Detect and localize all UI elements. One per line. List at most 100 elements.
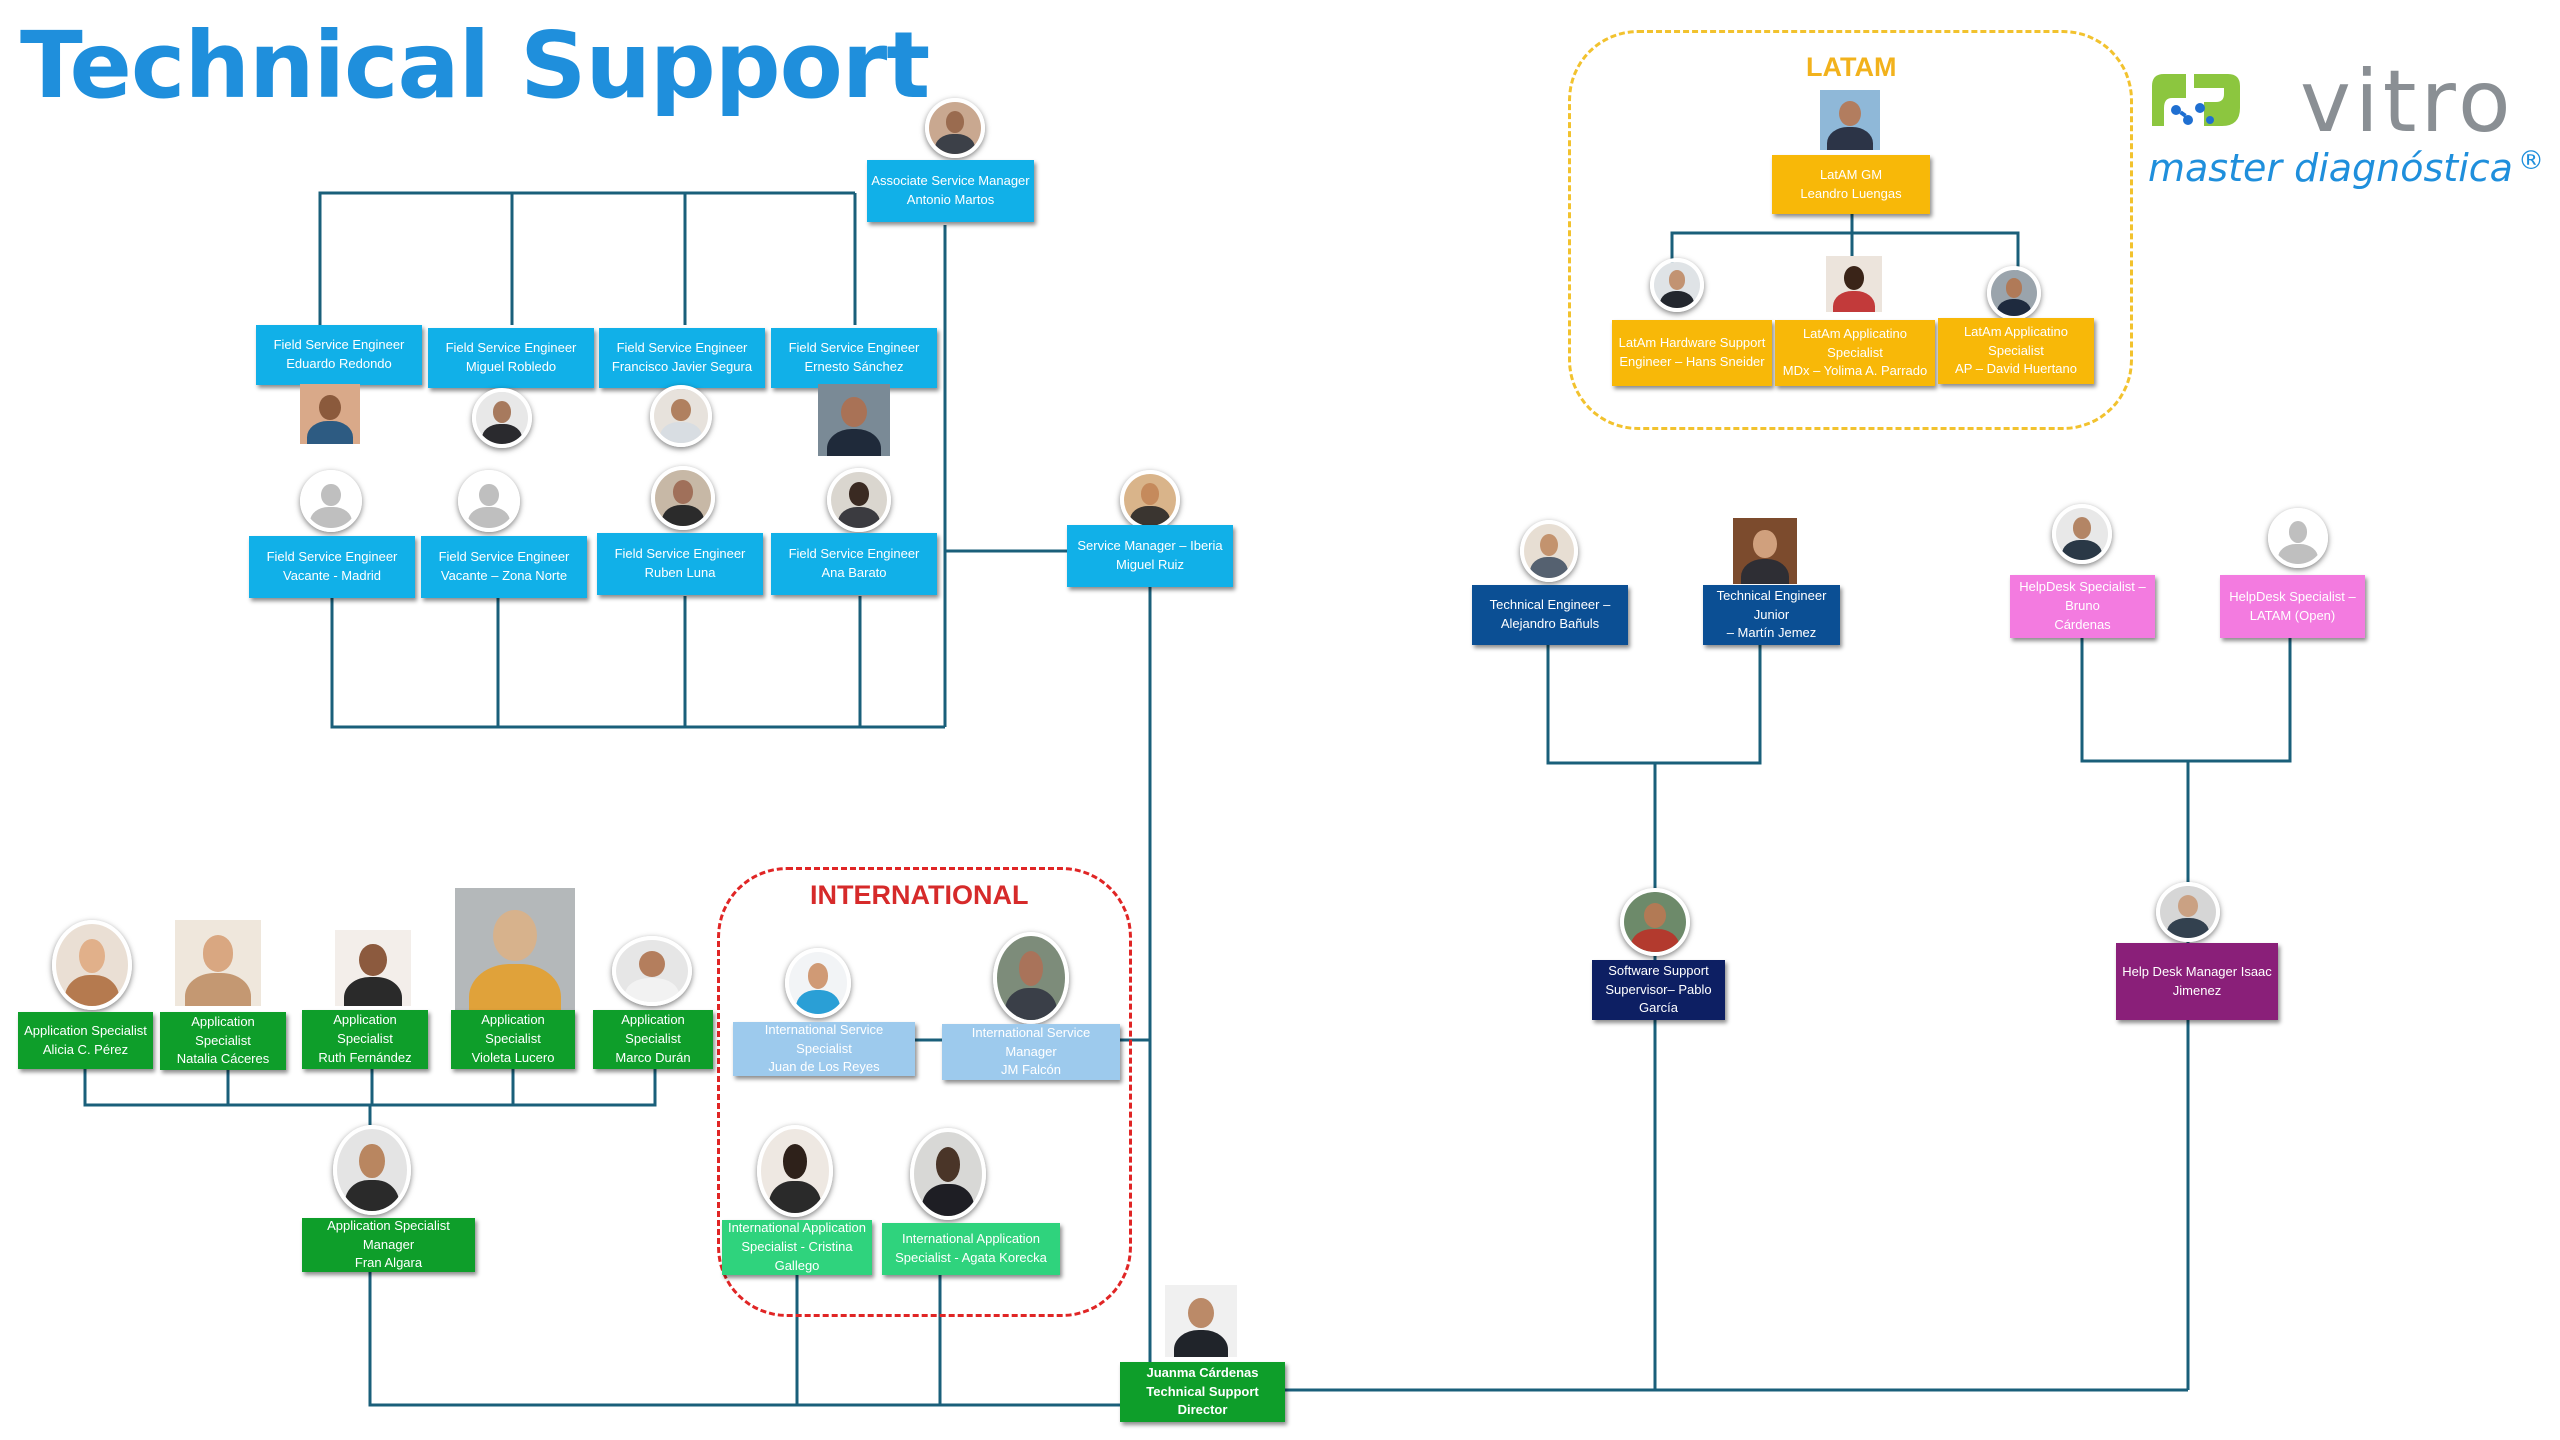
node-role: International Service Specialist xyxy=(764,1021,884,1056)
node-person-name: Natalia Cáceres xyxy=(176,1051,270,1067)
node-fse-vacante-madrid[interactable]: Field Service Engineer Vacante - Madrid xyxy=(249,536,415,598)
connector-asm-fse-top xyxy=(318,191,855,325)
avatar-natalia-caceres xyxy=(175,920,261,1006)
avatar-isaac-jimenez xyxy=(2156,882,2220,942)
latam-region xyxy=(1568,30,2133,430)
avatar-helpdesk-latam-open xyxy=(2268,508,2328,568)
node-role: Software Support xyxy=(1608,962,1709,978)
node-role: HelpDesk Specialist – Bruno xyxy=(2019,579,2146,614)
node-role: LatAm Applicatino Specialist xyxy=(1963,323,2069,358)
node-role: Field Service Engineer xyxy=(438,549,570,565)
node-application-specialist-marco-duran[interactable]: Application Specialist Marco Durán xyxy=(593,1010,713,1069)
node-international-service-specialist[interactable]: International Service Specialist Juan de… xyxy=(733,1022,915,1076)
node-software-support-supervisor[interactable]: Software Support Supervisor– Pablo Garcí… xyxy=(1592,960,1725,1020)
node-fse-ana-barato[interactable]: Field Service Engineer Ana Barato xyxy=(771,533,937,595)
avatar-eduardo-redondo xyxy=(300,384,360,444)
node-role: Help Desk Manager Isaac xyxy=(2122,963,2272,979)
node-role: Service Manager – Iberia xyxy=(1077,538,1223,554)
avatar-fran-algara xyxy=(333,1125,411,1215)
node-role: LatAm Hardware Support xyxy=(1618,335,1766,351)
node-fse-eduardo-redondo[interactable]: Field Service Engineer Eduardo Redondo xyxy=(256,325,422,385)
node-latam-application-specialist-mdx[interactable]: LatAm Applicatino Specialist MDx – Yolim… xyxy=(1775,320,1935,386)
connector-latam-bar xyxy=(1670,231,2020,280)
node-technical-support-director[interactable]: Juanma Cárdenas Technical Support Direct… xyxy=(1120,1362,1285,1422)
node-application-specialist-violeta-lucero[interactable]: Application Specialist Violeta Lucero xyxy=(451,1010,575,1069)
node-person-name: Francisco Javier Segura xyxy=(611,359,753,374)
avatar-miguel-ruiz xyxy=(1120,470,1180,530)
node-helpdesk-specialist-latam-open[interactable]: HelpDesk Specialist – LATAM (Open) xyxy=(2220,575,2365,638)
node-person-name: Engineer – Hans Sneider xyxy=(1619,354,1765,369)
node-role: Technical Engineer Junior xyxy=(1716,587,1827,622)
node-international-application-specialist-cristina-gallego[interactable]: International Application Specialist - C… xyxy=(722,1220,872,1275)
node-role: Application Specialist Manager xyxy=(327,1217,450,1252)
avatar-agata-korecka xyxy=(910,1128,986,1220)
node-role: Field Service Engineer xyxy=(266,549,398,565)
avatar-bruno-cardenas xyxy=(2052,504,2112,564)
node-person-name: JM Falcón xyxy=(1001,1062,1061,1078)
node-service-manager-iberia[interactable]: Service Manager – Iberia Miguel Ruiz xyxy=(1067,525,1233,587)
avatar-jm-falcon xyxy=(993,932,1069,1024)
avatar-leandro-luengas xyxy=(1820,90,1880,150)
node-person-name: AP – David Huertano xyxy=(1955,361,2077,377)
node-role: Field Service Engineer xyxy=(616,340,748,356)
node-person-name: Fran Algara xyxy=(354,1255,423,1271)
connector-hd-bar xyxy=(2080,638,2292,763)
avatar-marco-duran xyxy=(612,936,692,1006)
node-application-specialist-alicia-perez[interactable]: Application Specialist Alicia C. Pérez xyxy=(18,1012,153,1069)
node-person-name: Eduardo Redondo xyxy=(286,356,392,371)
node-role: Application Specialist xyxy=(191,1013,255,1048)
node-person-name: LATAM (Open) xyxy=(2249,607,2336,623)
node-role: Field Service Engineer xyxy=(445,340,577,356)
node-fse-vacante-zona-norte[interactable]: Field Service Engineer Vacante – Zona No… xyxy=(421,536,587,598)
node-role: Application Specialist xyxy=(24,1022,147,1038)
node-role: Field Service Engineer xyxy=(273,337,405,353)
node-helpdesk-specialist-bruno-cardenas[interactable]: HelpDesk Specialist – Bruno Cárdenas xyxy=(2010,575,2155,638)
node-person-name: Jimenez xyxy=(2172,982,2222,998)
node-role: International Application xyxy=(727,1220,867,1236)
avatar-miguel-robledo xyxy=(472,388,532,448)
node-person-name: Alicia C. Pérez xyxy=(42,1041,129,1057)
avatar-vacante-madrid xyxy=(300,470,362,532)
avatar-david-huertano xyxy=(1987,266,2041,320)
logo-tagline: master diagnóstica xyxy=(2148,146,2513,190)
avatar-hans-sneider xyxy=(1650,258,1704,312)
avatar-ruth-fernandez xyxy=(335,930,411,1006)
node-person-name: Ana Barato xyxy=(821,565,887,580)
page-title: Technical Support xyxy=(20,12,930,119)
node-person-name: Cárdenas xyxy=(2054,616,2111,632)
avatar-juanma-cardenas xyxy=(1165,1285,1237,1357)
node-fse-francisco-javier-segura[interactable]: Field Service Engineer Francisco Javier … xyxy=(599,328,765,388)
node-fse-ernesto-sanchez[interactable]: Field Service Engineer Ernesto Sánchez xyxy=(771,328,937,388)
node-person-name: Juanma Cárdenas xyxy=(1146,1364,1259,1380)
node-person-name: Leandro Luengas xyxy=(1800,185,1902,201)
node-technical-engineer-junior-martin-jemez[interactable]: Technical Engineer Junior – Martín Jemez xyxy=(1703,585,1840,645)
node-latam-gm[interactable]: LatAM GM Leandro Luengas xyxy=(1772,155,1930,214)
node-application-specialist-ruth-fernandez[interactable]: Application Specialist Ruth Fernández xyxy=(302,1010,428,1069)
node-role: LatAM GM xyxy=(1819,166,1883,182)
international-region-label: INTERNATIONAL xyxy=(810,880,1029,910)
node-latam-hardware-support-engineer[interactable]: LatAm Hardware Support Engineer – Hans S… xyxy=(1612,320,1772,386)
node-international-application-specialist-agata-korecka[interactable]: International Application Specialist - A… xyxy=(882,1223,1060,1275)
node-role: Application Specialist xyxy=(333,1012,397,1047)
node-latam-application-specialist-ap[interactable]: LatAm Applicatino Specialist AP – David … xyxy=(1938,318,2094,384)
connector-asmgr-to-director xyxy=(368,1270,1120,1407)
node-help-desk-manager[interactable]: Help Desk Manager Isaac Jimenez xyxy=(2116,943,2278,1020)
latam-region-label: LATAM xyxy=(1806,52,1897,82)
node-role: Technical Engineer – xyxy=(1489,597,1611,613)
vitro-logo-mark-icon xyxy=(2152,74,2240,126)
avatar-antonio-martos xyxy=(925,98,985,158)
node-role: HelpDesk Specialist – xyxy=(2229,588,2356,604)
node-person-name: – Martín Jemez xyxy=(1726,625,1817,641)
node-fse-miguel-robledo[interactable]: Field Service Engineer Miguel Robledo xyxy=(428,328,594,388)
node-application-specialist-natalia-caceres[interactable]: Application Specialist Natalia Cáceres xyxy=(160,1012,286,1070)
node-international-service-manager[interactable]: International Service Manager JM Falcón xyxy=(942,1024,1120,1080)
connector-fse-bottom xyxy=(330,598,945,729)
node-role: Field Service Engineer xyxy=(788,340,920,356)
node-fse-ruben-luna[interactable]: Field Service Engineer Ruben Luna xyxy=(597,533,763,595)
node-role: International Service Manager xyxy=(971,1024,1091,1059)
node-person-name: Vacante - Madrid xyxy=(282,568,382,583)
node-application-specialist-manager[interactable]: Application Specialist Manager Fran Alga… xyxy=(302,1218,475,1272)
node-associate-service-manager[interactable]: Associate Service Manager Antonio Martos xyxy=(867,160,1034,222)
node-technical-engineer-alejandro-banuls[interactable]: Technical Engineer – Alejandro Bañuls xyxy=(1472,585,1628,645)
